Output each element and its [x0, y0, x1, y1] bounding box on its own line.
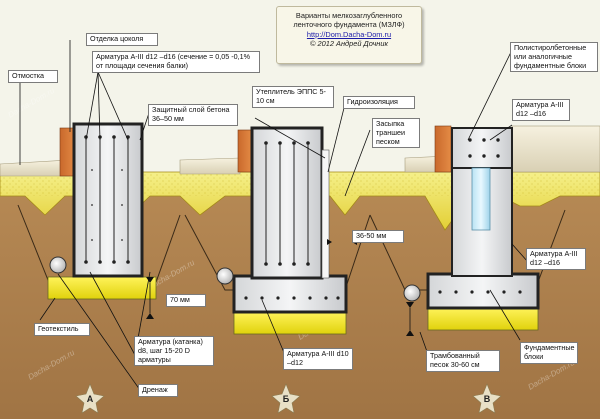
sand-pad-c — [427, 307, 539, 331]
plinth-finish-c — [434, 125, 452, 173]
variant-a-badge — [75, 383, 105, 414]
label-compacted-sand: Трамбованный песок 30-60 см — [426, 350, 500, 372]
title-line-1: Варианты мелкозаглубленного — [295, 11, 403, 20]
drain-pipe-b — [216, 267, 234, 285]
sand-pad-b — [233, 311, 347, 335]
label-plinth-finish: Отделка цоколя — [86, 33, 158, 46]
label-geotextile: Геотекстиль — [34, 323, 90, 336]
drain-pipe-a — [49, 256, 67, 274]
label-rebar-top: Арматура А-III d12 –d16 (сечение = 0,05 … — [92, 51, 260, 73]
variant-badges — [75, 383, 502, 414]
rebars-a — [85, 136, 129, 262]
variant-a-letter: A — [86, 394, 94, 404]
label-dim-36-50: 36-50 мм — [352, 230, 404, 243]
title-block: Варианты мелкозаглубленного ленточного ф… — [276, 6, 422, 64]
rebar-dots-b — [264, 141, 310, 266]
label-foundation-blocks: Фундаментные блоки — [520, 342, 578, 364]
label-concrete-cover: Защитный слой бетона 36–50 мм — [148, 104, 238, 126]
variant-c-letter: В — [483, 394, 491, 404]
variant-b-letter: Б — [282, 394, 290, 404]
leader-lines — [19, 40, 529, 391]
rebar-dots-c — [438, 138, 522, 294]
footing-b — [232, 274, 348, 314]
variant-b-badge — [271, 383, 301, 414]
variant-a-section — [47, 122, 157, 300]
label-rebar-c1: Арматура А-III d12 –d16 — [512, 99, 570, 121]
block-top-c — [451, 127, 513, 169]
block-core-c — [471, 167, 491, 231]
variant-c-badge — [472, 383, 502, 414]
upper-block-c — [511, 125, 600, 173]
title-line-2: ленточного фундамента (МЗЛФ) — [293, 20, 405, 30]
dimension-marks — [146, 239, 414, 336]
variant-b-section — [216, 126, 348, 335]
footing-dots-b — [244, 296, 340, 300]
concrete-wall-b — [250, 126, 324, 280]
insulation-b — [321, 149, 330, 279]
rebars-b — [265, 142, 309, 264]
plinth-finish-b — [237, 129, 253, 173]
variant-c-section — [403, 125, 600, 331]
label-dim-70: 70 мм — [166, 294, 206, 307]
concrete-beam-a — [72, 122, 144, 278]
sand-pad-a — [47, 276, 157, 300]
drain-pipe-c — [403, 284, 421, 302]
stirrup-dots-a — [91, 169, 123, 241]
copyright: © 2012 Андрей Дочник — [310, 38, 388, 48]
label-polystyrene-blocks: Полистиролбетонные или аналогичные фунда… — [510, 42, 598, 73]
footing-c — [426, 272, 540, 310]
label-trench-backfill: Засыпка траншеи песком — [372, 118, 420, 149]
label-wire-rod: Арматура (катанка) d8, шаг 15-20 D армат… — [134, 336, 214, 367]
label-rebar-c2: Арматура А-III d12 –d16 — [526, 248, 586, 270]
label-drainage: Дренаж — [138, 384, 178, 397]
label-insulation: Утеплитель ЭППС 5-10 см — [252, 86, 334, 108]
site-link[interactable]: http://Dom.Dacha-Dom.ru — [306, 29, 392, 39]
label-waterproofing: Гидроизоляция — [343, 96, 415, 109]
label-rebar-b: Арматура А-III d10 –d12 — [283, 348, 353, 370]
label-blind-area: Отмостка — [8, 70, 58, 83]
